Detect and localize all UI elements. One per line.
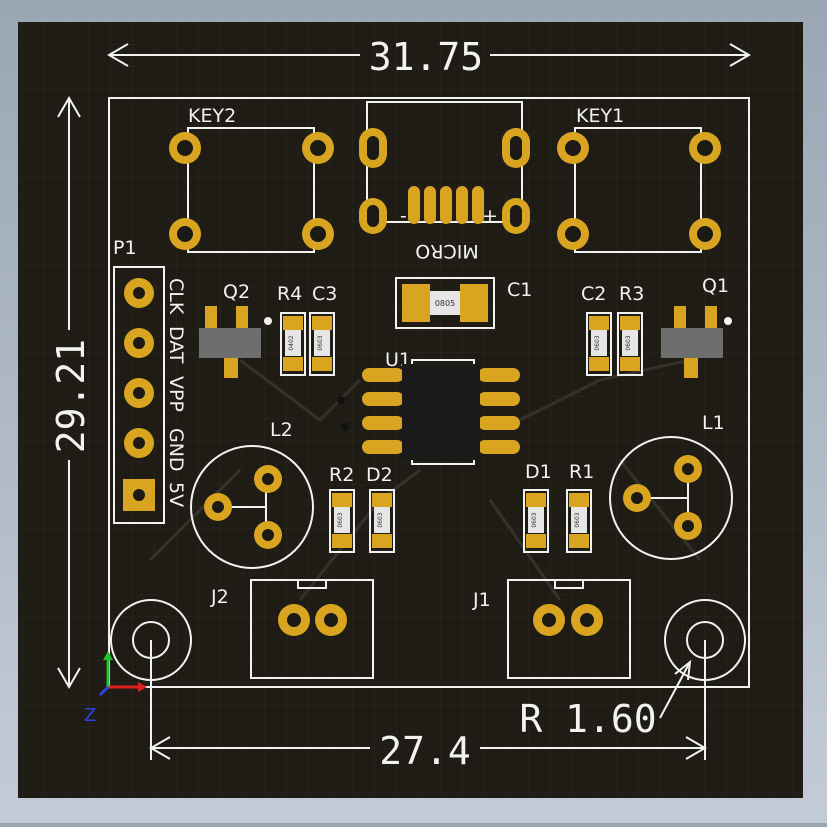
c3-capacitor[interactable]: C3 0603: [309, 283, 337, 376]
c1-capacitor[interactable]: 0805 C1: [395, 277, 532, 329]
svg-text:0805: 0805: [435, 299, 455, 308]
c1-label: C1: [507, 279, 532, 301]
d1-label: D1: [525, 461, 552, 483]
c2-label: C2: [581, 283, 606, 305]
r4-label: R4: [277, 283, 302, 305]
pin-label-clk: CLK: [165, 278, 187, 315]
key1-switch[interactable]: KEY1: [557, 105, 721, 253]
l1-inductor[interactable]: L1: [609, 412, 733, 560]
d1-diode[interactable]: D1 0603: [523, 461, 552, 553]
dimension-height-label: 29.21: [49, 339, 93, 453]
j2-connector[interactable]: J2: [210, 579, 374, 679]
l2-label: L2: [270, 419, 293, 441]
pin-label-vpp: VPP: [165, 376, 187, 412]
pin-label-5v: 5V: [165, 482, 187, 507]
dimension-height: 29.21: [49, 96, 93, 689]
r1-label: R1: [569, 461, 594, 483]
svg-text:0603: 0603: [337, 512, 344, 527]
board-outline: [108, 97, 750, 688]
key2-label: KEY2: [188, 105, 236, 127]
l1-label: L1: [702, 412, 725, 434]
dimension-width-label: 31.75: [369, 35, 483, 79]
axis-indicator: Z: [84, 651, 147, 726]
r4-resistor[interactable]: R4 0402: [277, 283, 306, 376]
dimension-width: 31.75: [107, 35, 751, 79]
r1-resistor[interactable]: R1 0603: [566, 461, 594, 553]
p1-pin-labels: CLK DAT VPP GND 5V: [165, 278, 187, 507]
key1-label: KEY1: [576, 105, 624, 127]
dimension-radius: R 1.60: [519, 659, 692, 741]
svg-text:0603: 0603: [625, 335, 632, 350]
micro-usb-connector[interactable]: - + MICRO: [359, 101, 530, 262]
svg-text:0603: 0603: [574, 512, 581, 527]
traces: [148, 358, 702, 601]
svg-text:+: +: [482, 205, 498, 227]
l2-inductor[interactable]: L2: [190, 419, 314, 569]
pin-label-gnd: GND: [165, 428, 187, 472]
c3-label: C3: [312, 283, 337, 305]
q2-label: Q2: [223, 281, 250, 303]
q2-transistor[interactable]: Q2: [199, 281, 272, 378]
q1-transistor[interactable]: Q1: [661, 275, 732, 378]
d2-label: D2: [366, 464, 393, 486]
r2-label: R2: [329, 464, 354, 486]
micro-label: MICRO: [415, 240, 478, 262]
r3-label: R3: [619, 283, 644, 305]
p1-header[interactable]: P1 CLK DAT VPP GND 5V: [113, 237, 187, 524]
pin-label-dat: DAT: [165, 326, 187, 364]
u1-ic[interactable]: U1: [337, 349, 520, 465]
dimension-hole-spacing: 27.4: [149, 640, 707, 773]
svg-text:0603: 0603: [317, 335, 324, 350]
key2-switch[interactable]: KEY2: [169, 105, 334, 253]
d2-diode[interactable]: D2 0603: [366, 464, 395, 553]
c2-capacitor[interactable]: C2 0603: [581, 283, 612, 376]
q1-label: Q1: [702, 275, 729, 297]
svg-text:0603: 0603: [531, 512, 538, 527]
svg-text:0603: 0603: [377, 512, 384, 527]
mounting-hole-left: [110, 599, 192, 681]
r3-resistor[interactable]: R3 0603: [617, 283, 644, 376]
r2-resistor[interactable]: R2 0603: [329, 464, 355, 553]
svg-text:-: -: [400, 205, 407, 227]
j1-label: J1: [472, 589, 491, 611]
axis-z-label: Z: [84, 705, 96, 726]
p1-label: P1: [113, 237, 137, 259]
svg-text:0603: 0603: [594, 335, 601, 350]
mounting-hole-right: [664, 599, 746, 681]
radius-label: R 1.60: [519, 697, 656, 741]
svg-text:0402: 0402: [288, 335, 295, 350]
j2-label: J2: [210, 586, 229, 608]
j1-connector[interactable]: J1: [472, 579, 631, 679]
dimension-spacing-label: 27.4: [379, 729, 471, 773]
